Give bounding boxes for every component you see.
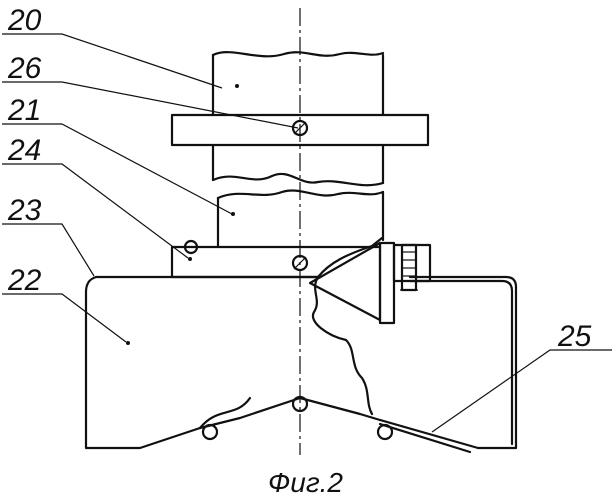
mounting-block xyxy=(172,241,378,277)
figure-caption: Фиг.2 xyxy=(268,467,343,498)
callout-23: 23 xyxy=(7,194,42,227)
leader-dot-21 xyxy=(231,212,235,216)
callout-22: 22 xyxy=(7,264,42,297)
callout-21: 21 xyxy=(7,94,41,127)
housing-body xyxy=(86,238,392,448)
leader-lines xyxy=(2,34,612,432)
leader-dot-22 xyxy=(126,341,130,345)
upper-column xyxy=(213,52,383,185)
callout-20: 20 xyxy=(7,4,42,37)
leader-dot-20 xyxy=(235,84,239,88)
callout-24: 24 xyxy=(7,134,41,167)
guard-plate xyxy=(380,277,516,452)
callout-26: 26 xyxy=(7,52,42,85)
bracket-section xyxy=(310,243,430,323)
callout-25: 25 xyxy=(557,320,592,353)
leader-dot-24 xyxy=(188,257,192,261)
